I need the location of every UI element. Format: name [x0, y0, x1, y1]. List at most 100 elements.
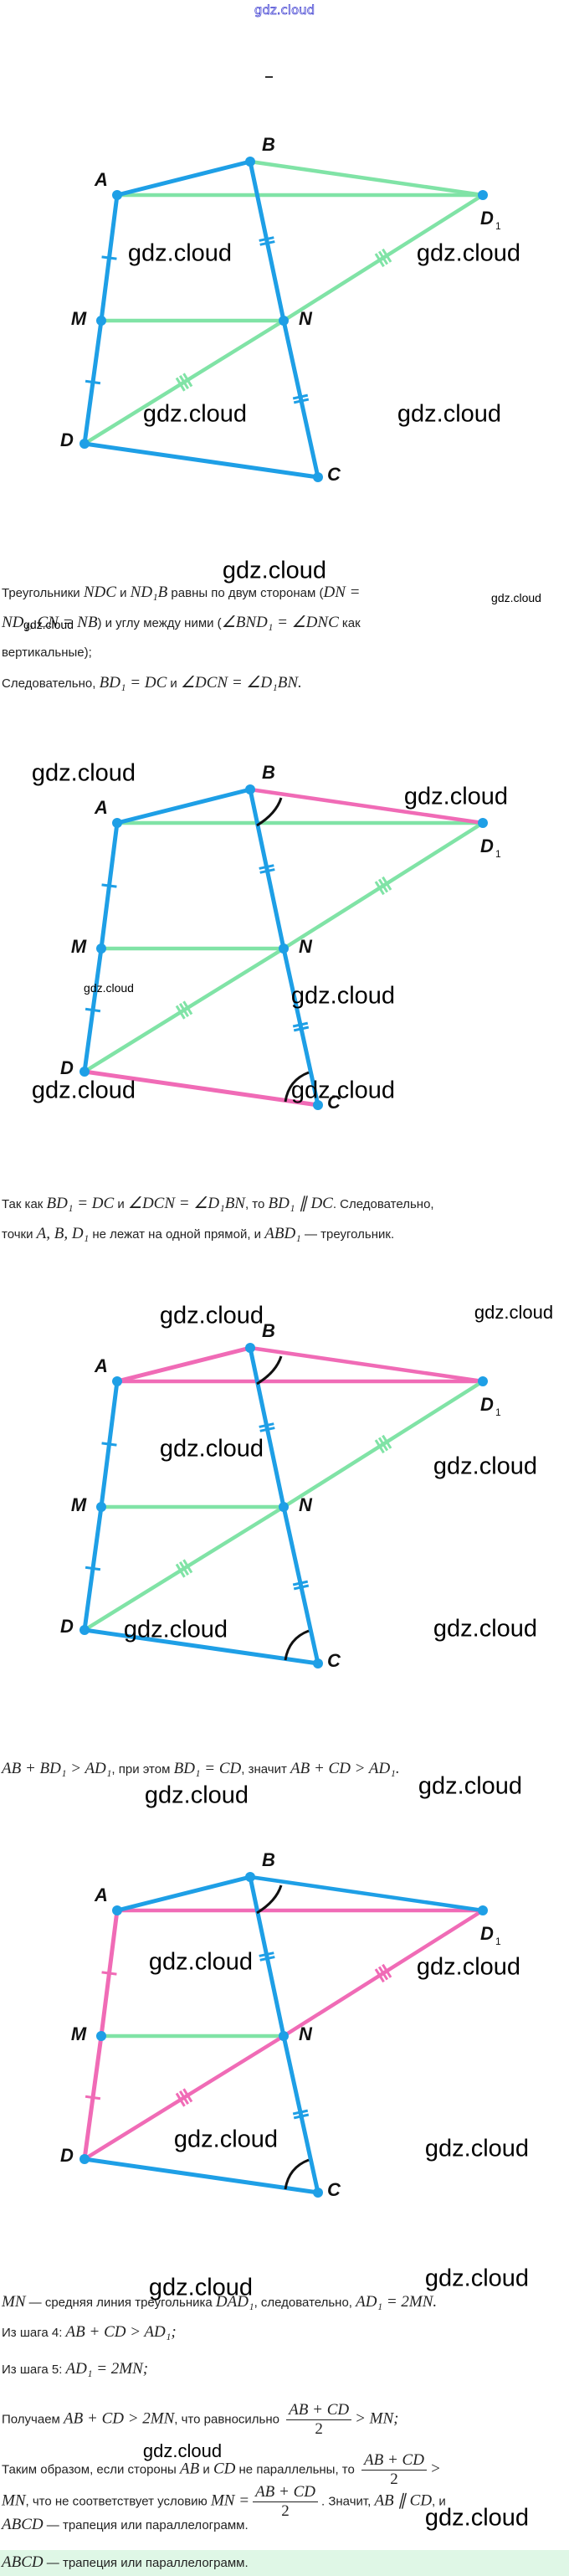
label-B: B [262, 134, 275, 155]
tick-mark [293, 2113, 310, 2120]
text-fragment: Таким образом, если стороны [2, 2462, 181, 2477]
segment-DC [82, 441, 320, 480]
label-D1: D [480, 836, 494, 856]
tick-mark [382, 1434, 392, 1449]
text-fragment: и [114, 1197, 128, 1211]
text-line: точки A, B, D₁ не лежат на одной прямой,… [2, 1226, 394, 1243]
segment-BD1 [248, 159, 485, 198]
point-D [79, 439, 90, 449]
label-A: A [94, 1355, 108, 1376]
tick-mark [85, 2095, 101, 2100]
math-expression: CD [213, 2460, 236, 2478]
tick-mark [182, 373, 193, 388]
point-A [112, 818, 122, 828]
point-C [313, 472, 323, 482]
text-fragment: — трапеция или параллелограмм. [43, 2556, 249, 2570]
text-fragment: , что не соответствует условию [25, 2494, 211, 2509]
tick-mark [377, 878, 389, 893]
point-C [313, 2188, 323, 2198]
text-fragment: как [338, 616, 361, 630]
tick-mark [292, 1580, 309, 1586]
math-expression: NDC [83, 584, 116, 601]
segment-BN [248, 1874, 286, 2039]
segment-BN [248, 159, 286, 323]
label-N: N [299, 936, 313, 957]
text-fragment: и [199, 2462, 213, 2477]
tick-mark [175, 1005, 186, 1020]
text-fragment: — средняя линия треугольника [25, 2296, 216, 2310]
point-B [245, 1872, 255, 1882]
label-A: A [94, 797, 108, 818]
label-D1-subscript: 1 [495, 1936, 501, 1947]
label-D: D [60, 1616, 74, 1637]
label-C: C [327, 464, 341, 485]
text-fragment: , и [432, 2494, 446, 2509]
label-N: N [299, 2023, 313, 2044]
tick-mark [374, 253, 385, 268]
label-D1: D [480, 208, 494, 229]
segment-AB [115, 159, 253, 198]
math-expression: AB [180, 2460, 200, 2478]
point-N [279, 944, 289, 954]
math-expression: A, B, D₁ [36, 1225, 90, 1242]
tick-mark [292, 2109, 309, 2116]
text-line: AB + BD₁ > AD₁, при этом BD₁ = CD, значи… [2, 1761, 400, 1778]
text-fragment: — треугольник. [300, 1227, 395, 1242]
tick-mark [259, 864, 274, 870]
point-A [112, 1376, 122, 1386]
math-expression: BD₁ = CD [173, 1760, 242, 1777]
answer-line: ABCD — трапеция или параллелограмм. [2, 2554, 249, 2572]
math-expression: AB ∥ CD [374, 2491, 433, 2510]
text-fragment: Получаем [2, 2412, 64, 2427]
label-D1-subscript: 1 [495, 848, 501, 860]
tick-mark [178, 1561, 190, 1576]
point-N [279, 316, 289, 326]
tick-mark [182, 1000, 193, 1015]
point-B [245, 1343, 255, 1353]
tick-mark [293, 1584, 310, 1591]
text-line: вертикальные); [2, 645, 92, 661]
text-fragment: не лежат на одной прямой, и [89, 1227, 265, 1242]
text-fragment: Из шага 4: [2, 2326, 66, 2340]
tick-mark [178, 1003, 190, 1017]
tick-mark [259, 240, 275, 246]
tick-mark [292, 393, 309, 400]
point-A [112, 1905, 122, 1915]
segment-AB [115, 1874, 253, 1913]
math-expression: > MN; [355, 2409, 399, 2428]
label-C: C [327, 2179, 341, 2200]
tick-mark [259, 236, 274, 242]
watermark: gdz.cloud [424, 2265, 530, 2292]
segment-BN [248, 1345, 286, 1509]
label-C: C [327, 1650, 341, 1671]
text-line: Следовательно, BD₁ = DC и ∠DCN = ∠D₁BN. [2, 675, 302, 692]
label-D1: D [480, 1923, 494, 1944]
segment-DC [82, 1069, 320, 1108]
label-B: B [262, 1849, 275, 1870]
label-D1-subscript: 1 [495, 1406, 501, 1418]
tick-mark [259, 1956, 275, 1962]
text-fragment: — трапеция или параллелограмм. [43, 2518, 249, 2532]
label-B: B [262, 1320, 275, 1341]
text-fragment: , при этом [111, 1762, 174, 1776]
segment-BN [248, 787, 286, 951]
tick-mark [85, 379, 101, 385]
segment-AB [115, 787, 253, 825]
segment-AB [115, 1345, 253, 1384]
point-D [79, 1067, 90, 1077]
math-expression: MN = [210, 2491, 250, 2510]
text-line: MN — средняя линия треугольника DAD₁, сл… [2, 2294, 437, 2311]
text-fragment: Треугольники [2, 586, 84, 600]
text-line: Получаем AB + CD > 2MN, что равносильно … [2, 2401, 399, 2439]
text-fragment: . Следовательно, [332, 1197, 434, 1211]
label-M: M [71, 2023, 87, 2044]
label-D: D [60, 1057, 74, 1078]
angle-arc-c [284, 1071, 310, 1103]
watermark: gdz.cloud [222, 557, 327, 584]
label-M: M [71, 1494, 87, 1515]
tick-mark [382, 1963, 392, 1978]
